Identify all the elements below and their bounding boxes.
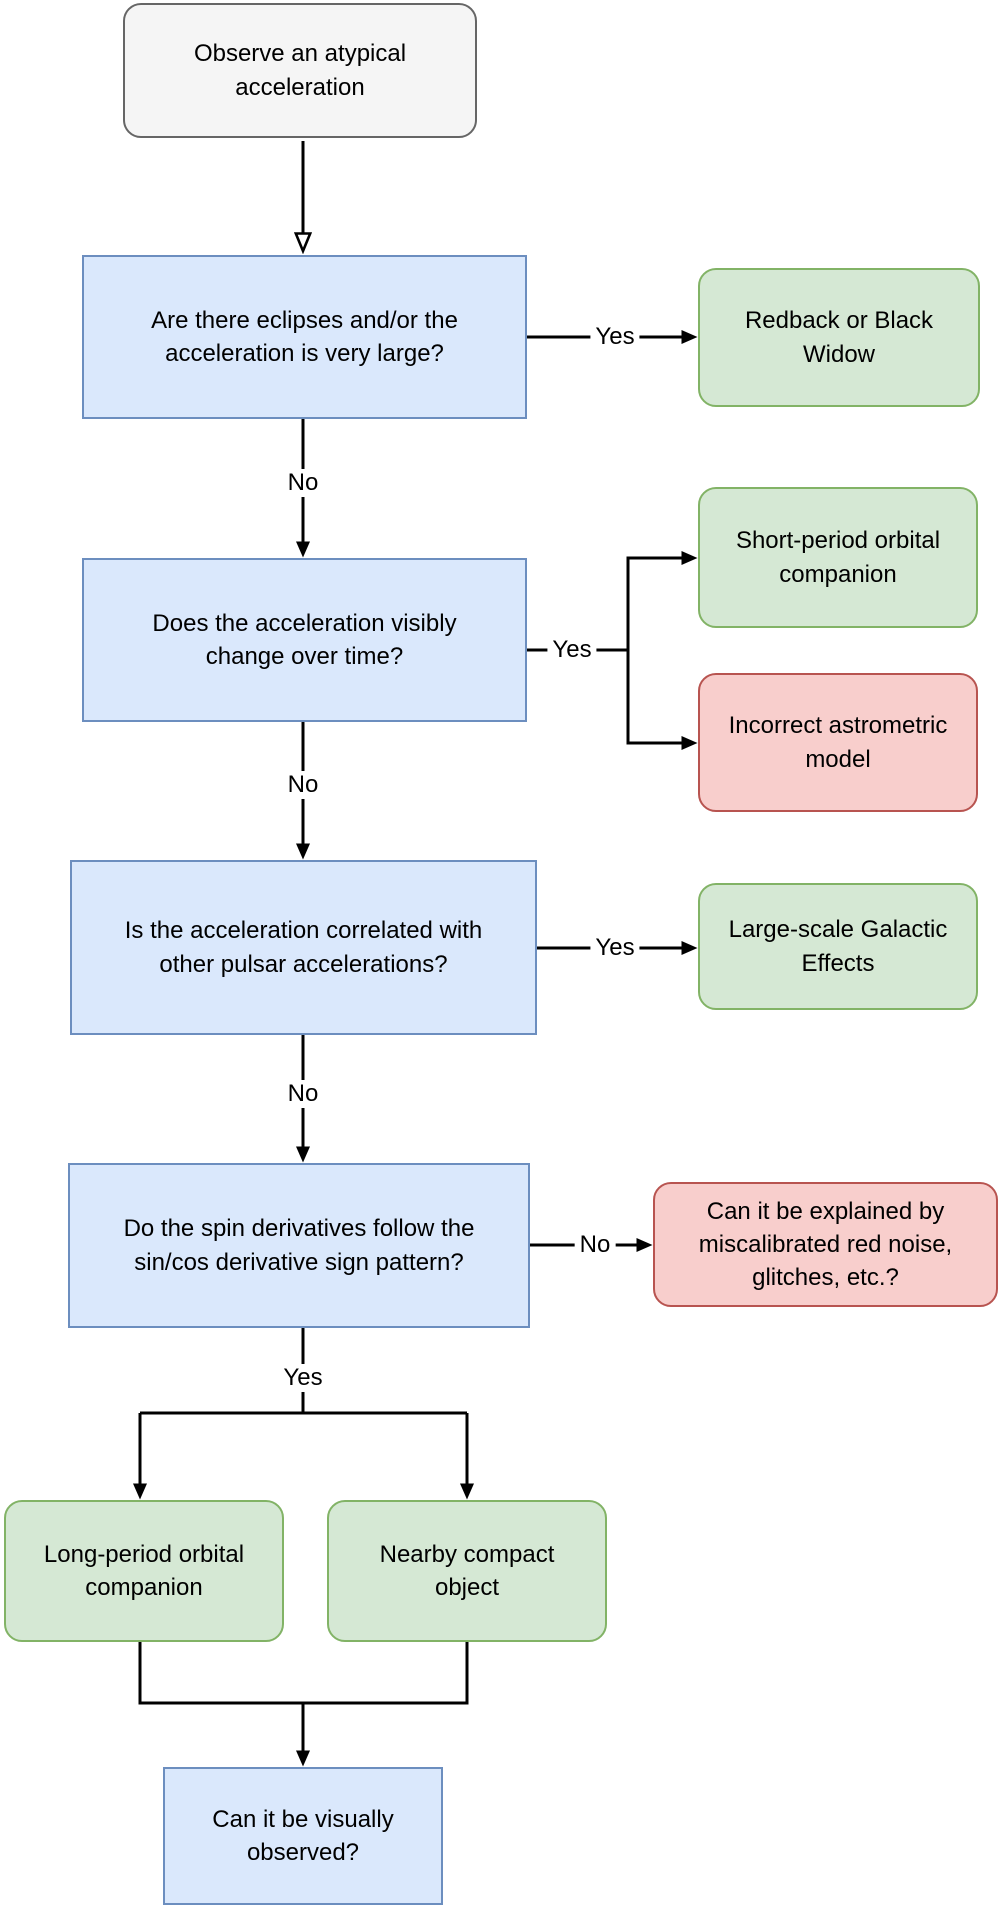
node-question-visual-label: Can it be visually observed?: [212, 1805, 394, 1866]
node-question-spin-label: Do the spin derivatives follow the sin/c…: [123, 1215, 475, 1276]
edge-label-spin-yes: Yes: [278, 1364, 328, 1392]
node-outcome-rednoise-label: Can it be explained by miscalibrated red…: [698, 1197, 953, 1292]
edge-merge-u: [138, 1642, 469, 1705]
node-start: Observe an atypical acceleration: [123, 3, 477, 138]
edge-label-spin-no: No: [574, 1231, 616, 1259]
node-question-correlated-label: Is the acceleration correlated with othe…: [124, 917, 483, 978]
edge-change-yes-up: [626, 551, 698, 650]
node-outcome-redback-label: Redback or Black Widow: [744, 307, 934, 368]
edge-label-eclipses-yes: Yes: [590, 323, 640, 351]
node-outcome-short-period: Short-period orbital companion: [698, 487, 978, 628]
edge-label-correlated-no: No: [282, 1080, 324, 1108]
node-outcome-galactic: Large-scale Galactic Effects: [698, 883, 978, 1010]
node-outcome-compact: Nearby compact object: [327, 1500, 607, 1642]
node-question-eclipses-label: Are there eclipses and/or the accelerati…: [151, 306, 458, 367]
node-outcome-long-period-label: Long-period orbital companion: [43, 1540, 245, 1601]
node-outcome-short-period-label: Short-period orbital companion: [735, 527, 941, 588]
edge-label-change-yes: Yes: [547, 636, 597, 664]
edge-label-change-no: No: [282, 771, 324, 799]
node-question-change: Does the acceleration visibly change ove…: [82, 558, 527, 722]
node-question-eclipses: Are there eclipses and/or the accelerati…: [82, 255, 527, 419]
edge-label-eclipses-no: No: [282, 469, 324, 497]
node-outcome-long-period: Long-period orbital companion: [4, 1500, 284, 1642]
node-outcome-astrometric-label: Incorrect astrometric model: [728, 712, 948, 773]
node-question-visual: Can it be visually observed?: [163, 1767, 443, 1905]
node-outcome-compact-label: Nearby compact object: [379, 1540, 555, 1601]
edge-label-correlated-yes: Yes: [590, 934, 640, 962]
node-outcome-galactic-label: Large-scale Galactic Effects: [728, 916, 948, 977]
node-outcome-astrometric: Incorrect astrometric model: [698, 673, 978, 812]
node-start-label: Observe an atypical acceleration: [193, 40, 407, 101]
edge-change-yes-down: [626, 650, 698, 750]
node-question-spin: Do the spin derivatives follow the sin/c…: [68, 1163, 530, 1328]
node-outcome-rednoise: Can it be explained by miscalibrated red…: [653, 1182, 998, 1307]
node-question-correlated: Is the acceleration correlated with othe…: [70, 860, 537, 1035]
node-question-change-label: Does the acceleration visibly change ove…: [152, 609, 457, 670]
node-outcome-redback: Redback or Black Widow: [698, 268, 980, 407]
